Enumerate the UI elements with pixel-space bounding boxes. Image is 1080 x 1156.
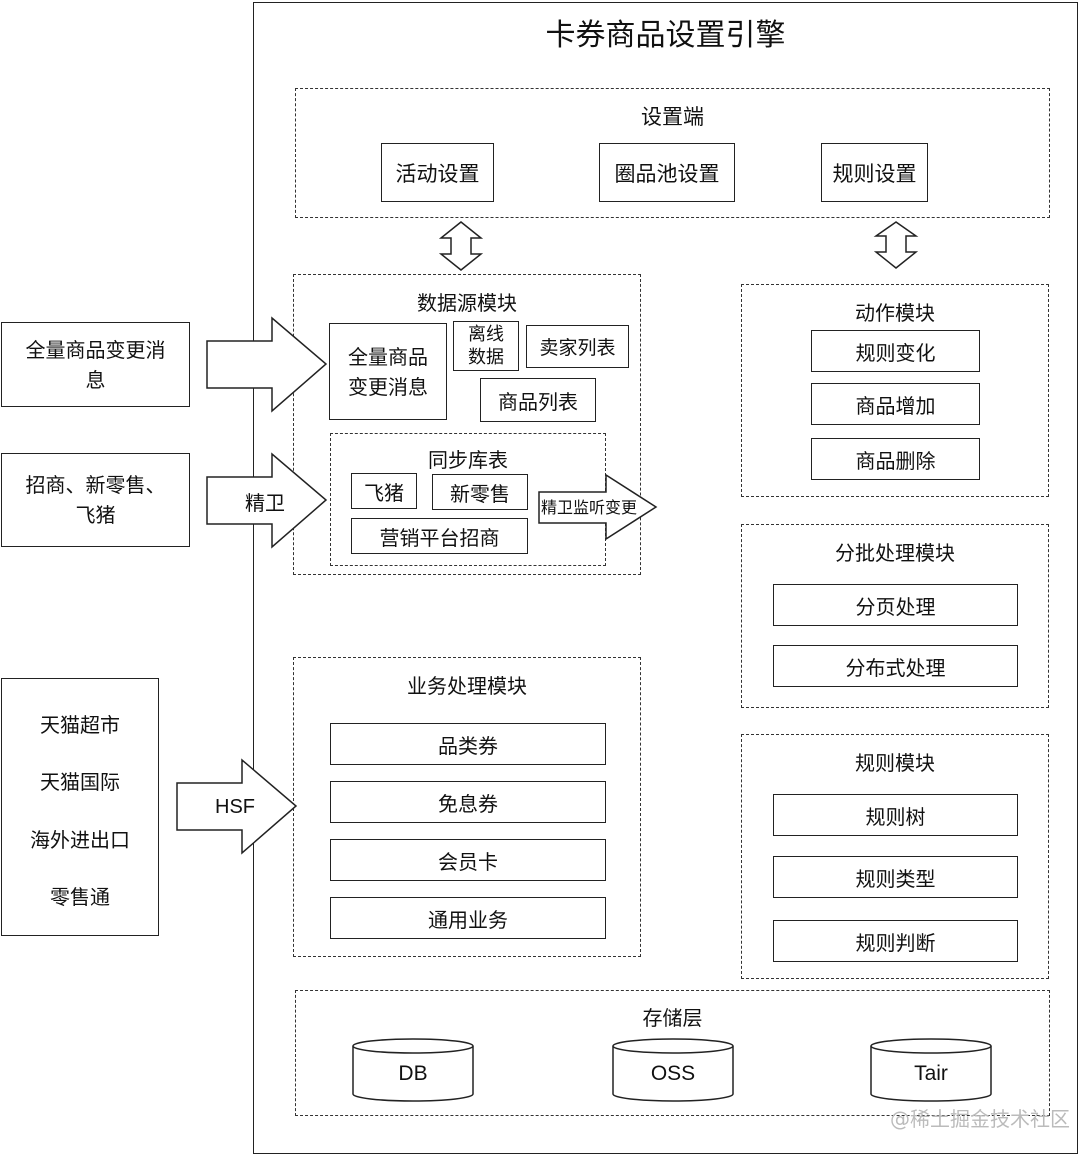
external-full-change-line2: 息 <box>85 367 106 392</box>
business-item-category-coupon[interactable]: 品类券 <box>330 723 606 765</box>
business-title: 业务处理模块 <box>407 674 527 698</box>
rule-item-tree[interactable]: 规则树 <box>773 794 1018 836</box>
oss-cylinder-icon <box>612 1038 734 1102</box>
new-retail-box[interactable]: 新零售 <box>432 474 528 510</box>
storage-title: 存储层 <box>642 1006 703 1030</box>
full-change-line2: 变更消息 <box>348 374 428 399</box>
fliggy-box[interactable]: 飞猪 <box>351 473 417 509</box>
action-item-item-delete[interactable]: 商品删除 <box>811 438 980 480</box>
rule-title: 规则模块 <box>855 751 935 775</box>
item-list-box[interactable]: 商品列表 <box>480 378 596 422</box>
external-full-change-box[interactable]: 全量商品变更消 息 <box>1 322 190 407</box>
channel-tmall-supermarket: 天猫超市 <box>40 713 120 737</box>
batch-item-paging[interactable]: 分页处理 <box>773 584 1018 626</box>
jingwei-label: 精卫 <box>245 490 285 515</box>
marketing-merchant-box[interactable]: 营销平台招商 <box>351 518 528 554</box>
double-arrow-right <box>873 221 919 269</box>
pool-settings-box[interactable]: 圈品池设置 <box>599 143 735 202</box>
jingwei-arrow <box>206 452 328 549</box>
external-channels-box[interactable]: 天猫超市 天猫国际 海外进出口 零售通 <box>1 678 159 936</box>
business-item-interest-free-coupon[interactable]: 免息券 <box>330 781 606 823</box>
action-item-rule-change[interactable]: 规则变化 <box>811 330 980 372</box>
double-arrow-left <box>438 221 484 271</box>
business-item-member-card[interactable]: 会员卡 <box>330 839 606 881</box>
channel-overseas-import-export: 海外进出口 <box>30 828 130 852</box>
channel-retail-link: 零售通 <box>50 885 110 909</box>
action-item-item-add[interactable]: 商品增加 <box>811 383 980 425</box>
engine-title: 卡券商品设置引擎 <box>545 18 786 53</box>
watermark: @稀土掘金技术社区 <box>890 1107 1070 1131</box>
db-cylinder-icon <box>352 1038 474 1102</box>
business-item-general[interactable]: 通用业务 <box>330 897 606 939</box>
hsf-arrow <box>176 758 298 855</box>
offline-line2: 数据 <box>468 347 504 368</box>
external-merchants-line1: 招商、新零售、 <box>25 473 166 497</box>
batch-item-distributed[interactable]: 分布式处理 <box>773 645 1018 687</box>
tair-label: Tair <box>914 1062 948 1085</box>
offline-data-box[interactable]: 离线 数据 <box>453 321 519 371</box>
rule-module: 规则模块 <box>741 734 1049 979</box>
storage-layer: 存储层 <box>295 990 1050 1116</box>
hsf-label: HSF <box>215 795 255 818</box>
oss-label: OSS <box>650 1062 696 1085</box>
datasource-title: 数据源模块 <box>417 291 517 315</box>
datasource-module: 数据源模块 <box>293 274 641 575</box>
batch-module: 分批处理模块 <box>741 524 1049 708</box>
rule-item-judge[interactable]: 规则判断 <box>773 920 1018 962</box>
db-label: DB <box>398 1062 428 1085</box>
rule-settings-box[interactable]: 规则设置 <box>821 143 928 202</box>
sync-tables-title: 同步库表 <box>428 448 508 472</box>
listen-change-label: 精卫监听变更 <box>541 498 638 517</box>
tair-cylinder-icon <box>870 1038 992 1102</box>
full-change-arrow <box>206 316 328 413</box>
full-change-message-box[interactable]: 全量商品 变更消息 <box>329 323 447 420</box>
channel-tmall-global: 天猫国际 <box>40 770 120 794</box>
full-change-line1: 全量商品 <box>348 344 428 369</box>
action-title: 动作模块 <box>855 301 935 325</box>
settings-group: 设置端 <box>295 88 1050 218</box>
rule-item-type[interactable]: 规则类型 <box>773 856 1018 898</box>
settings-title: 设置端 <box>641 105 704 129</box>
seller-list-box[interactable]: 卖家列表 <box>526 325 629 368</box>
external-merchants-line2: 飞猪 <box>75 503 116 527</box>
external-merchants-box[interactable]: 招商、新零售、 飞猪 <box>1 453 190 547</box>
batch-title: 分批处理模块 <box>835 541 955 565</box>
external-full-change-line1: 全量商品变更消 <box>25 337 166 362</box>
listen-change-arrow <box>538 473 658 541</box>
offline-line1: 离线 <box>468 324 504 345</box>
activity-settings-box[interactable]: 活动设置 <box>381 143 494 202</box>
action-module: 动作模块 <box>741 284 1049 497</box>
